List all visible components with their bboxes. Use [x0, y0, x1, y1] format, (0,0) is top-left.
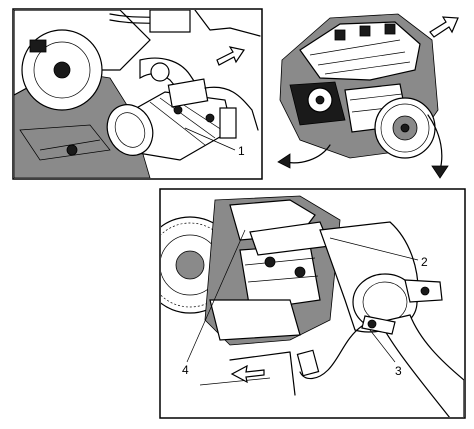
starter-solenoid [167, 78, 209, 108]
starter-nose [106, 104, 154, 156]
callout-2: 2 [421, 255, 428, 269]
callout-leader-1 [184, 127, 236, 151]
engine-intake-manifold [299, 21, 421, 81]
housing-bolt [29, 39, 47, 53]
callout-leader-3 [369, 329, 396, 363]
exhaust-downpipe [379, 314, 464, 417]
starter-motor [106, 78, 233, 161]
wiring-connector [219, 107, 237, 139]
sensor-harness [299, 325, 363, 380]
callout-3: 3 [395, 364, 402, 378]
hose-bracket [149, 10, 191, 33]
direction-arrow-icon [230, 364, 265, 384]
exhaust-detail-view: 2 3 4 [159, 188, 466, 419]
direction-arrow-icon [216, 46, 245, 66]
callout-leader-2 [329, 237, 419, 261]
sensor-connector [296, 349, 320, 377]
oxygen-sensor [361, 315, 396, 335]
callout-leader-4 [186, 229, 246, 363]
callout-4: 4 [182, 363, 189, 377]
starter-detail-view: 1 [12, 8, 263, 180]
view-arrow-icon [429, 16, 459, 38]
engine-overview [277, 13, 459, 179]
callout-1: 1 [238, 144, 245, 158]
